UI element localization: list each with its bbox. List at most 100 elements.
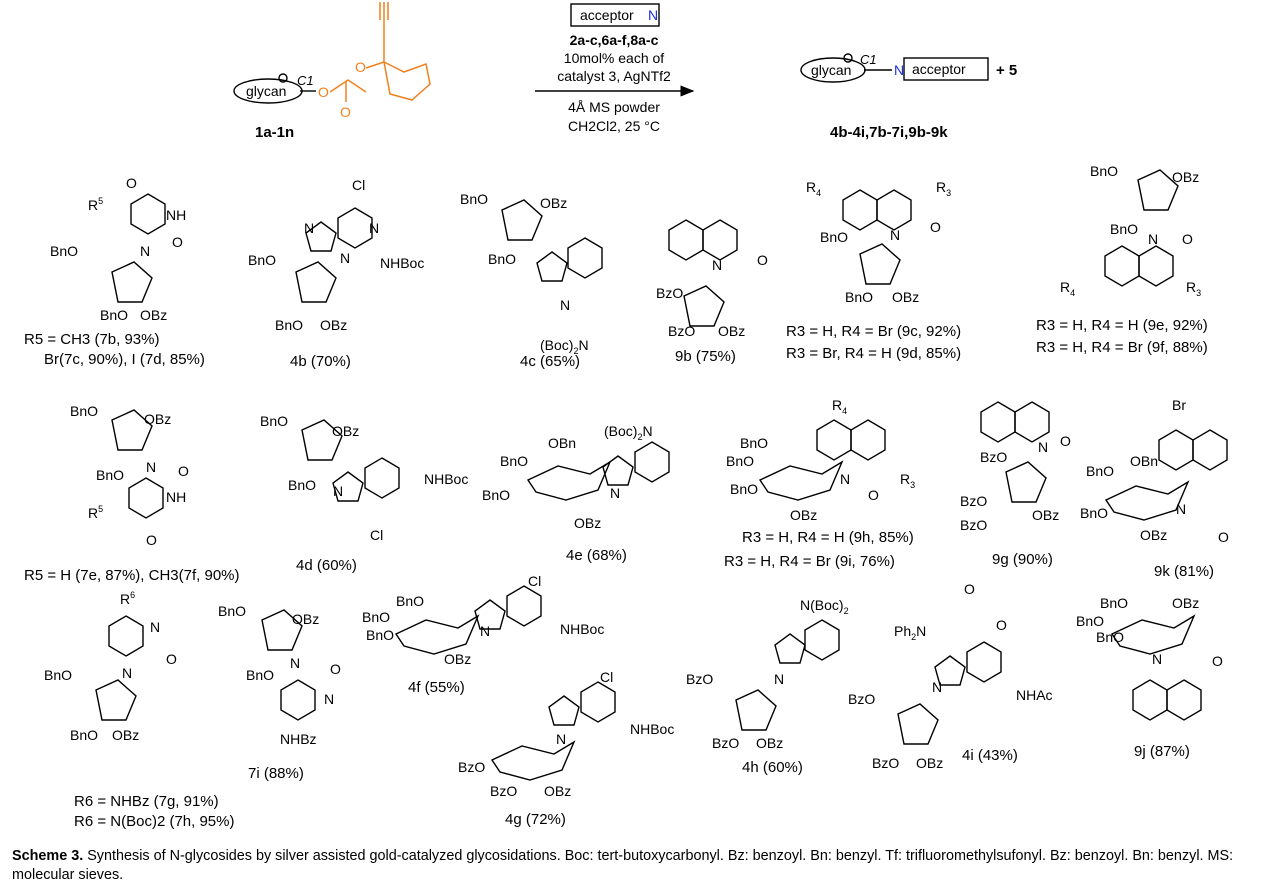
svg-text:R3: R3 — [1186, 279, 1201, 298]
structure-9h: R4 BnO BnO BnO OBz N O R3 — [726, 397, 915, 523]
label-7b-line1: R5 = CH3 (7b, 93%) — [24, 331, 159, 348]
svg-text:BzO: BzO — [490, 783, 517, 799]
reagent-line3: catalyst 3, AgNTf2 — [557, 68, 671, 84]
svg-text:OBz: OBz — [574, 515, 601, 531]
svg-text:R6: R6 — [120, 590, 135, 607]
svg-text:BnO: BnO — [96, 467, 124, 483]
label-9g: 9g (90%) — [992, 551, 1053, 568]
structure-4e: (Boc)2N OBn BnO BnO OBz N — [482, 423, 670, 531]
svg-text:R5: R5 — [88, 196, 103, 213]
svg-text:OBz: OBz — [1172, 169, 1199, 185]
svg-text:N: N — [1176, 501, 1186, 517]
reagents-block: acceptor N 2a-c,6a-f,8a-c 10mol% each of… — [535, 3, 695, 134]
svg-text:Cl: Cl — [352, 177, 365, 193]
svg-text:N: N — [369, 220, 379, 236]
svg-text:BnO: BnO — [100, 307, 128, 323]
svg-text:OBz: OBz — [892, 289, 919, 305]
svg-text:BnO: BnO — [70, 727, 98, 743]
label-9c-line1: R3 = H, R4 = Br (9c, 92%) — [786, 323, 961, 340]
svg-text:N: N — [340, 250, 350, 266]
svg-text:Cl: Cl — [370, 527, 383, 543]
svg-text:BzO: BzO — [712, 735, 739, 751]
svg-text:BzO: BzO — [458, 759, 485, 775]
svg-text:Ph2N: Ph2N — [894, 623, 926, 642]
label-9e-line1: R3 = H, R4 = H (9e, 92%) — [1036, 317, 1208, 334]
svg-text:O: O — [318, 84, 329, 100]
svg-text:OBz: OBz — [332, 423, 359, 439]
svg-text:BnO: BnO — [366, 627, 394, 643]
svg-text:BnO: BnO — [50, 243, 78, 259]
svg-text:N: N — [304, 220, 314, 236]
svg-text:N: N — [712, 257, 722, 273]
svg-text:BzO: BzO — [668, 323, 695, 339]
structure-7b: O R5 NH O N BnO BnO OBz — [50, 175, 186, 323]
svg-text:OBz: OBz — [444, 651, 471, 667]
svg-text:N: N — [480, 623, 490, 639]
svg-text:O: O — [178, 463, 189, 479]
svg-text:NH: NH — [166, 207, 186, 223]
svg-text:N: N — [556, 731, 566, 747]
svg-text:OBn: OBn — [1130, 453, 1158, 469]
donor-glycan-text: glycan — [246, 83, 286, 99]
label-9b: 9b (75%) — [675, 348, 736, 365]
svg-text:BzO: BzO — [960, 493, 987, 509]
structure-9c: R4 R3 O N BnO BnO OBz — [806, 179, 951, 305]
svg-text:BnO: BnO — [218, 603, 246, 619]
structure-4g: Cl NHBoc N BzO BzO OBz — [458, 669, 674, 799]
svg-text:BnO: BnO — [1110, 221, 1138, 237]
svg-text:NHBz: NHBz — [280, 731, 317, 747]
svg-text:BnO: BnO — [740, 435, 768, 451]
svg-text:BnO: BnO — [288, 477, 316, 493]
svg-text:OBz: OBz — [320, 317, 347, 333]
svg-text:BnO: BnO — [488, 251, 516, 267]
svg-text:BnO: BnO — [70, 403, 98, 419]
svg-text:O: O — [1218, 529, 1229, 545]
label-9j: 9j (87%) — [1134, 743, 1190, 760]
svg-text:O: O — [930, 219, 941, 235]
svg-text:OBz: OBz — [144, 411, 171, 427]
reagent-line2: 10mol% each of — [564, 50, 665, 66]
svg-text:N: N — [146, 459, 156, 475]
conditions-line2: CH2Cl2, 25 °C — [568, 118, 660, 134]
label-9h-line2: R3 = H, R4 = Br (9i, 76%) — [724, 553, 895, 570]
svg-text:BnO: BnO — [1080, 505, 1108, 521]
acceptor-box-text: acceptor — [580, 7, 634, 23]
svg-text:N: N — [1148, 231, 1158, 247]
svg-text:NHBoc: NHBoc — [630, 721, 674, 737]
svg-text:N: N — [1152, 651, 1162, 667]
label-9k: 9k (81%) — [1154, 563, 1214, 580]
svg-text:BnO: BnO — [248, 252, 276, 268]
svg-text:N: N — [122, 665, 132, 681]
svg-text:BnO: BnO — [396, 593, 424, 609]
svg-text:N: N — [290, 655, 300, 671]
svg-text:N: N — [324, 691, 334, 707]
conditions-line1: 4Å MS powder — [568, 99, 660, 115]
label-7i: 7i (88%) — [248, 765, 304, 782]
svg-text:BzO: BzO — [960, 517, 987, 533]
donor-structure: glycan C1 O O O — [233, 2, 431, 120]
donor-c1-text: C1 — [297, 73, 314, 88]
svg-text:OBz: OBz — [112, 727, 139, 743]
structure-9g: O N BzO BzO BzO OBz — [960, 401, 1071, 533]
structure-9b: O N BzO BzO OBz — [656, 219, 768, 339]
svg-text:OBz: OBz — [540, 195, 567, 211]
reaction-scheme: glycan C1 O O O 1a-1n acceptor N 2a-c,6a… — [24, 2, 1229, 830]
structure-4c: BnO OBz BnO N (Boc)2N — [460, 191, 603, 356]
byproduct-text: + 5 — [996, 62, 1017, 79]
svg-text:OBz: OBz — [544, 783, 571, 799]
label-7e: R5 = H (7e, 87%), CH3(7f, 90%) — [24, 567, 240, 584]
structure-4b: Cl N N N NHBoc BnO BnO OBz — [248, 177, 424, 333]
svg-text:O: O — [126, 175, 137, 191]
label-4i: 4i (43%) — [962, 747, 1018, 764]
label-7b-line2: Br(7c, 90%), I (7d, 85%) — [44, 351, 205, 368]
label-7g-line1: R6 = NHBz (7g, 91%) — [74, 793, 219, 810]
svg-text:BnO: BnO — [246, 667, 274, 683]
structure-9e: BnO OBz BnO N O R4 R3 — [1060, 163, 1201, 298]
svg-text:BzO: BzO — [980, 449, 1007, 465]
svg-text:N: N — [890, 227, 900, 243]
svg-text:O: O — [964, 581, 975, 597]
svg-text:BnO: BnO — [275, 317, 303, 333]
label-7g-line2: R6 = N(Boc)2 (7h, 95%) — [74, 813, 234, 830]
svg-text:BnO: BnO — [44, 667, 72, 683]
label-9c-line2: R3 = Br, R4 = H (9d, 85%) — [786, 345, 961, 362]
